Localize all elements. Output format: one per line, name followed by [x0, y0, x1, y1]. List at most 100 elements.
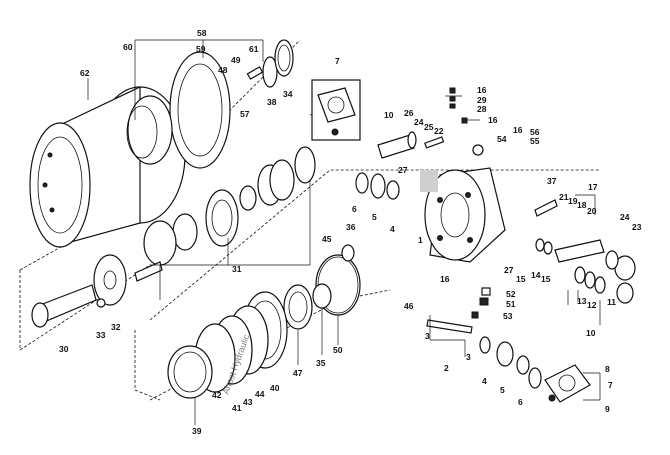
label-18: 18	[577, 200, 587, 210]
plug-24	[605, 250, 619, 270]
label-9: 9	[605, 404, 610, 414]
label-6-top: 6	[352, 204, 357, 214]
assembly-boundary	[149, 169, 600, 321]
disc-32	[93, 254, 127, 306]
label-60: 60	[123, 42, 133, 52]
label-22: 22	[434, 126, 444, 136]
label-7-top: 7	[335, 56, 340, 66]
assembly-boundary	[19, 264, 151, 351]
spring-5-bottom	[496, 341, 514, 367]
label-24-top: 24	[414, 117, 424, 127]
label-19: 19	[568, 196, 578, 206]
label-32: 32	[111, 322, 121, 332]
label-26: 26	[404, 108, 414, 118]
label-47: 47	[293, 368, 303, 378]
label-49: 49	[231, 55, 241, 65]
assembly-boundary	[134, 330, 161, 401]
label-7-bottom: 7	[608, 380, 613, 390]
flange-59	[126, 51, 231, 169]
gear-train-31	[143, 146, 316, 266]
label-55: 55	[530, 136, 540, 146]
label-54: 54	[497, 134, 507, 144]
fitting-54	[472, 144, 484, 156]
bolt-37	[534, 199, 558, 217]
label-27-mid: 27	[504, 265, 514, 275]
label-15-a: 15	[516, 274, 526, 284]
label-35: 35	[316, 358, 326, 368]
ring-4-top	[386, 180, 400, 200]
blurred-region	[420, 170, 438, 192]
label-6-bottom: 6	[518, 397, 523, 407]
label-61: 61	[249, 44, 259, 54]
label-45: 45	[322, 234, 332, 244]
label-25: 25	[424, 122, 434, 132]
label-2: 2	[444, 363, 449, 373]
callout-labels: 58 60 59 61 62 48 49 57 38 34 7 16 29 28…	[59, 28, 642, 436]
spring-45	[341, 244, 355, 262]
ring-47	[283, 284, 313, 330]
label-48: 48	[218, 65, 228, 75]
valve-block-1	[424, 167, 506, 263]
brake-pack	[167, 291, 288, 399]
label-3-right: 3	[466, 352, 471, 362]
label-33: 33	[96, 330, 106, 340]
spool-10	[377, 134, 415, 159]
label-10-top: 10	[384, 110, 394, 120]
label-1: 1	[418, 235, 423, 245]
cover-7-bottom	[544, 364, 591, 403]
label-43: 43	[243, 397, 253, 407]
label-34: 34	[283, 89, 293, 99]
label-62: 62	[80, 68, 90, 78]
bolt-57	[246, 66, 264, 80]
label-29: 29	[477, 95, 487, 105]
label-12: 12	[587, 300, 597, 310]
label-53: 53	[503, 311, 513, 321]
label-16-b: 16	[488, 115, 498, 125]
ring-35	[312, 283, 332, 309]
plug-52	[481, 287, 491, 296]
label-57: 57	[240, 109, 250, 119]
label-11: 11	[607, 297, 616, 307]
label-16-c: 16	[513, 125, 523, 135]
label-36: 36	[346, 222, 356, 232]
label-30: 30	[59, 344, 69, 354]
label-20: 20	[587, 206, 597, 216]
label-5-bottom: 5	[500, 385, 505, 395]
label-50: 50	[333, 345, 343, 355]
label-56: 56	[530, 127, 540, 137]
label-13: 13	[577, 296, 587, 306]
plug-16-top	[449, 87, 456, 94]
ball-33	[96, 298, 106, 308]
label-24-right: 24	[620, 212, 630, 222]
pin-3	[426, 319, 473, 334]
label-14: 14	[531, 270, 541, 280]
label-16-d: 16	[440, 274, 450, 284]
label-4-bottom: 4	[482, 376, 487, 386]
label-8: 8	[605, 364, 610, 374]
label-10-bottom: 10	[586, 328, 596, 338]
label-51: 51	[506, 299, 516, 309]
label-28: 28	[477, 104, 487, 114]
label-46: 46	[404, 301, 414, 311]
spring-5-top	[370, 173, 386, 199]
label-23: 23	[632, 222, 642, 232]
label-17: 17	[588, 182, 598, 192]
leader-lines	[87, 39, 601, 425]
label-59: 59	[196, 44, 206, 54]
label-5-top: 5	[372, 212, 377, 222]
spool-13	[554, 239, 605, 263]
label-42: 42	[212, 390, 222, 400]
label-39: 39	[192, 426, 202, 436]
label-16-a: 16	[477, 85, 487, 95]
label-58: 58	[197, 28, 207, 38]
label-41: 41	[232, 403, 242, 413]
label-38: 38	[267, 97, 277, 107]
label-3-left: 3	[425, 331, 430, 341]
label-21: 21	[559, 192, 569, 202]
label-44: 44	[255, 389, 265, 399]
label-27-top: 27	[398, 165, 408, 175]
plug-51	[479, 297, 489, 306]
ring-4-bottom	[479, 336, 491, 354]
plug-53	[471, 311, 479, 319]
